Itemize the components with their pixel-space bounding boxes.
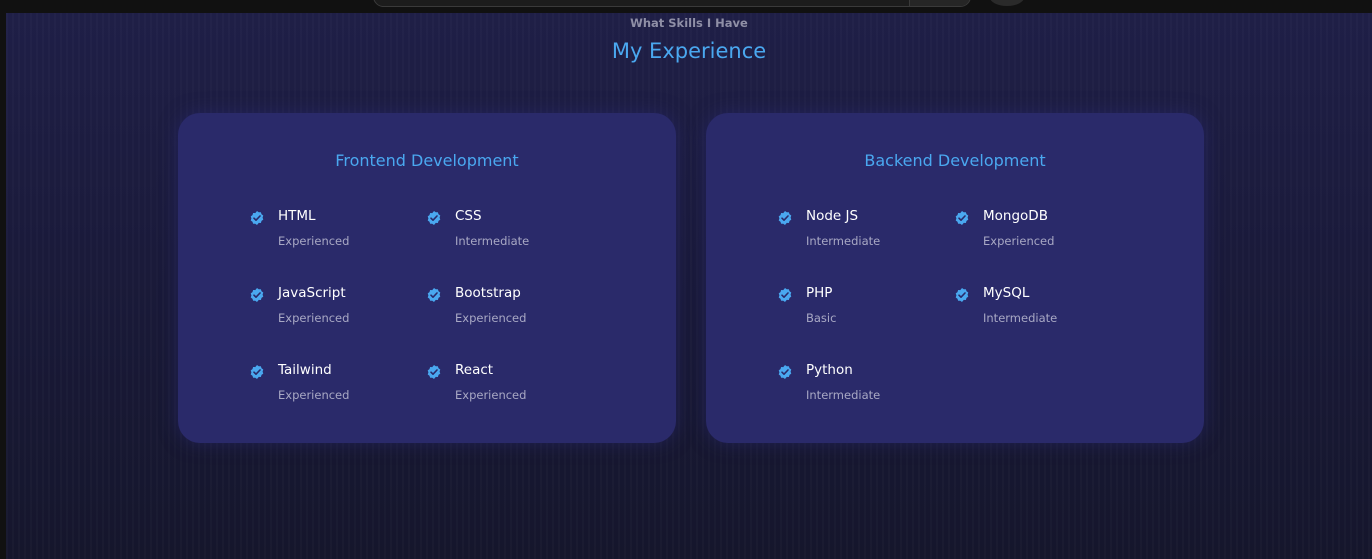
skill-name: JavaScript [278, 285, 346, 301]
backend-card: Backend Development Node JS Intermediate… [706, 113, 1204, 443]
skill-name: HTML [278, 208, 316, 224]
skill-item-nodejs: Node JS Intermediate [777, 208, 947, 255]
verified-check-icon [778, 211, 792, 225]
skill-item-bootstrap: Bootstrap Experienced [426, 285, 596, 332]
verified-check-icon [427, 288, 441, 302]
skill-name: Bootstrap [455, 285, 521, 301]
skill-level: Experienced [455, 311, 527, 325]
skill-name: React [455, 362, 494, 378]
skill-level: Intermediate [455, 234, 530, 248]
skill-item-mongodb: MongoDB Experienced [954, 208, 1124, 255]
backend-card-title: Backend Development [864, 151, 1046, 170]
skill-item-react: React Experienced [426, 362, 596, 409]
skill-item-javascript: JavaScript Experienced [249, 285, 419, 332]
skill-name: MySQL [983, 285, 1030, 301]
skill-name: Python [806, 362, 853, 378]
skill-level: Experienced [278, 388, 350, 402]
verified-check-icon [427, 365, 441, 379]
skill-item-tailwind: Tailwind Experienced [249, 362, 419, 409]
skill-level: Experienced [983, 234, 1055, 248]
skill-item-mysql: MySQL Intermediate [954, 285, 1124, 332]
verified-check-icon [778, 288, 792, 302]
skill-level: Experienced [278, 234, 350, 248]
browser-top-bar [0, 0, 1372, 13]
skill-level: Intermediate [983, 311, 1058, 325]
verified-check-icon [250, 288, 264, 302]
skill-name: PHP [806, 285, 833, 301]
skill-level: Intermediate [806, 388, 881, 402]
skill-level: Intermediate [806, 234, 881, 248]
frontend-card: Frontend Development HTML Experienced CS… [178, 113, 676, 443]
skill-name: MongoDB [983, 208, 1048, 224]
frontend-card-title: Frontend Development [335, 151, 519, 170]
skill-level: Experienced [455, 388, 527, 402]
experience-section: What Skills I Have My Experience Fronten… [6, 13, 1372, 559]
verified-check-icon [955, 211, 969, 225]
skill-name: CSS [455, 208, 482, 224]
verified-check-icon [778, 365, 792, 379]
verified-check-icon [955, 288, 969, 302]
address-bar[interactable] [373, 0, 971, 7]
verified-check-icon [250, 365, 264, 379]
skill-item-php: PHP Basic [777, 285, 947, 332]
verified-check-icon [250, 211, 264, 225]
section-subtitle: What Skills I Have [630, 16, 748, 30]
section-title: My Experience [611, 39, 767, 63]
skill-level: Experienced [278, 311, 350, 325]
skill-level: Basic [806, 311, 837, 325]
skill-item-html: HTML Experienced [249, 208, 419, 255]
skill-name: Node JS [806, 208, 859, 224]
skill-item-css: CSS Intermediate [426, 208, 596, 255]
skill-item-python: Python Intermediate [777, 362, 947, 409]
verified-check-icon [427, 211, 441, 225]
browser-round-button[interactable] [990, 0, 1024, 6]
address-bar-action[interactable] [909, 0, 970, 6]
skill-name: Tailwind [278, 362, 332, 378]
